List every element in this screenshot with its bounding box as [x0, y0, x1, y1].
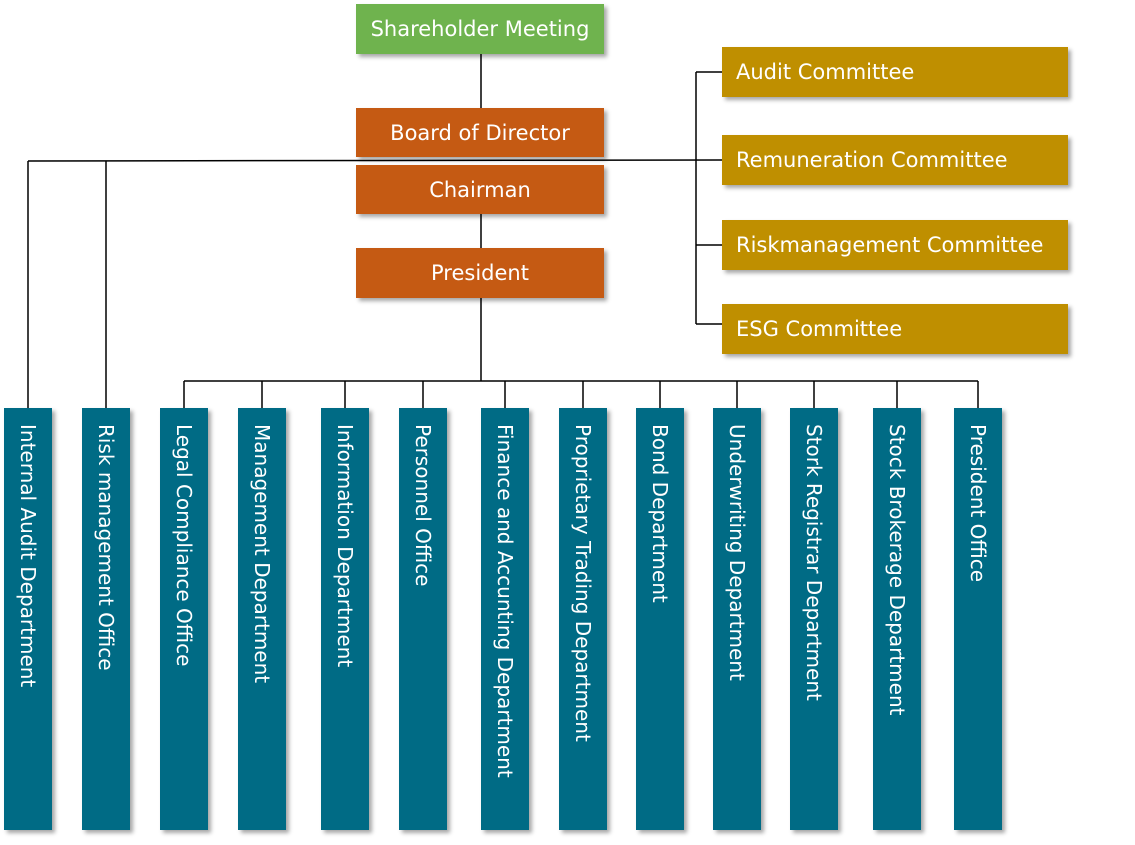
connector-board-bus: [27, 159, 723, 162]
department-information: Information Department: [321, 408, 369, 830]
department-label: Legal Compliance Office: [172, 424, 196, 667]
department-bond: Bond Department: [636, 408, 684, 830]
committee-label: Remuneration Committee: [736, 148, 1008, 172]
department-legal-compliance: Legal Compliance Office: [160, 408, 208, 830]
department-risk-management: Risk management Office: [82, 408, 130, 830]
department-label: Finance and Accunting Department: [493, 424, 517, 778]
department-label: Underwriting Department: [725, 424, 749, 681]
department-proprietary-trading: Proprietary Trading Department: [559, 408, 607, 830]
department-underwriting: Underwriting Department: [713, 408, 761, 830]
department-label: Stock Brokerage Department: [885, 424, 909, 716]
department-label: Management Department: [250, 424, 274, 684]
committee-remuneration: Remuneration Committee: [722, 135, 1068, 185]
department-label: Information Department: [333, 424, 357, 668]
chairman-box: Chairman: [356, 165, 604, 214]
committee-label: Audit Committee: [736, 60, 915, 84]
president-box: President: [356, 248, 604, 298]
department-stock-brokerage: Stock Brokerage Department: [873, 408, 921, 830]
department-label: Risk management Office: [94, 424, 118, 671]
department-label: Personnel Office: [411, 424, 435, 587]
department-president-office: President Office: [954, 408, 1002, 830]
board-of-director-box: Board of Director: [356, 108, 604, 157]
committee-audit: Audit Committee: [722, 47, 1068, 97]
department-finance-accounting: Finance and Accunting Department: [481, 408, 529, 830]
committee-esg: ESG Committee: [722, 304, 1068, 354]
department-label: Proprietary Trading Department: [571, 424, 595, 742]
department-management: Management Department: [238, 408, 286, 830]
committee-riskmanagement: Riskmanagement Committee: [722, 220, 1068, 270]
shareholder-meeting-label: Shareholder Meeting: [370, 17, 590, 41]
department-personnel: Personnel Office: [399, 408, 447, 830]
committee-label: ESG Committee: [736, 317, 903, 341]
board-of-director-label: Board of Director: [390, 120, 570, 145]
committee-label: Riskmanagement Committee: [736, 233, 1044, 257]
president-label: President: [431, 261, 529, 285]
department-internal-audit: Internal Audit Department: [4, 408, 52, 830]
department-label: Bond Department: [648, 424, 672, 603]
department-label: Internal Audit Department: [16, 424, 40, 688]
department-label: President Office: [966, 424, 990, 583]
department-label: Stork Registrar Department: [802, 424, 826, 701]
shareholder-meeting-box: Shareholder Meeting: [356, 4, 604, 54]
chairman-label: Chairman: [429, 177, 531, 202]
department-stork-registrar: Stork Registrar Department: [790, 408, 838, 830]
